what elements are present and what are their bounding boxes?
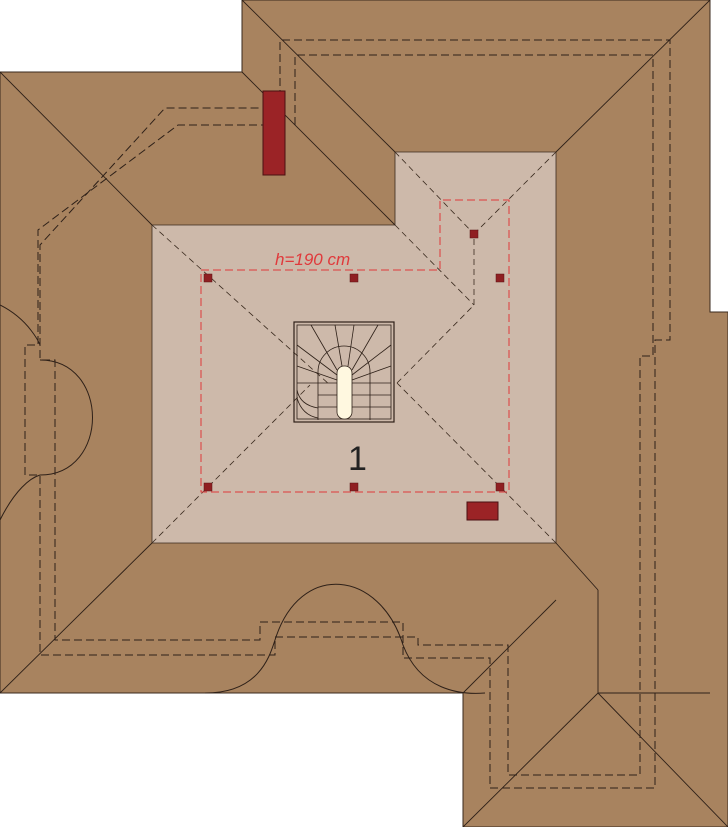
post [495, 273, 505, 283]
height-limit-line [200, 199, 510, 493]
post [203, 273, 213, 283]
post [495, 482, 505, 492]
chimney [262, 90, 286, 176]
arch-curves [0, 304, 486, 694]
post [203, 482, 213, 492]
height-label: h=190 cm [275, 250, 350, 269]
room-number: 1 [348, 440, 367, 478]
posts [203, 229, 505, 492]
post [469, 229, 479, 239]
eave-dashed-lines [24, 39, 671, 789]
chimney [466, 501, 499, 521]
post [349, 482, 359, 492]
post [349, 273, 359, 283]
staircase [293, 321, 395, 423]
ceiling-ridge-lines [151, 151, 557, 544]
